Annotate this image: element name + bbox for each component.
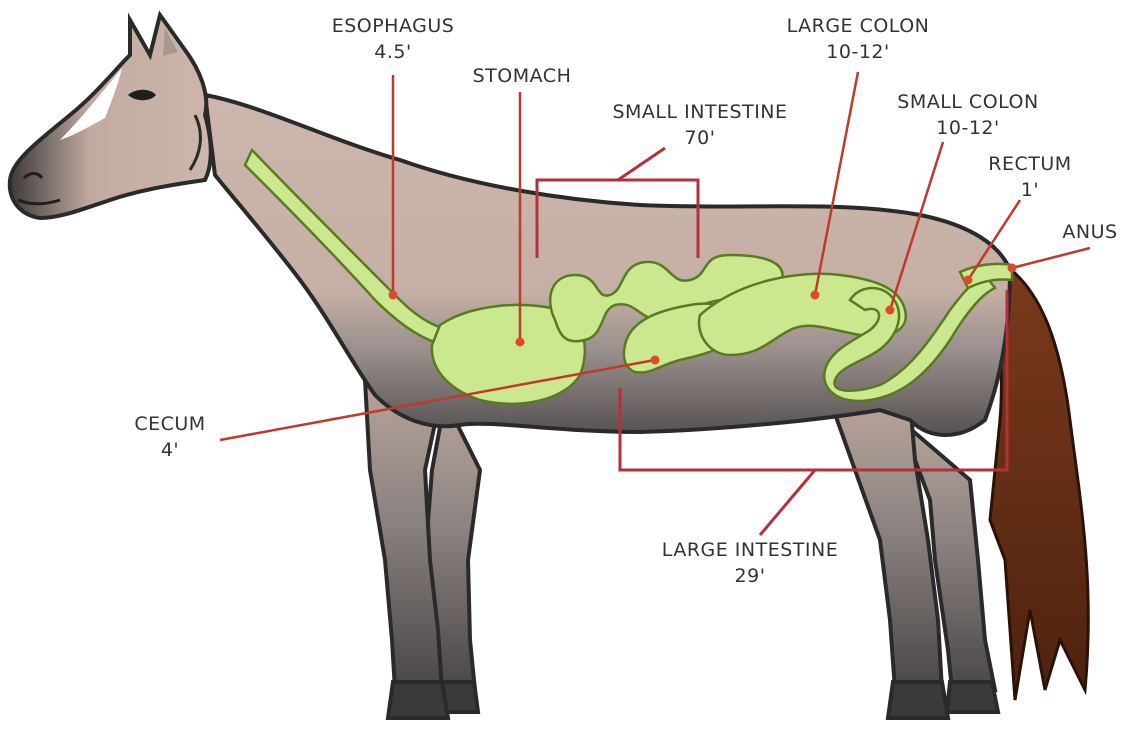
stomach-dot bbox=[516, 338, 525, 347]
anus-label: ANUS bbox=[1062, 221, 1117, 243]
cecum-length: 4' bbox=[161, 439, 179, 461]
rectum-label: RECTUM bbox=[988, 153, 1071, 175]
small-colon-length: 10-12' bbox=[936, 117, 999, 139]
stomach-label: STOMACH bbox=[473, 65, 572, 87]
small-intestine-length: 70' bbox=[685, 127, 716, 149]
esophagus-dot bbox=[389, 291, 398, 300]
far-hind-hoof bbox=[947, 682, 998, 712]
esophagus-length: 4.5' bbox=[374, 41, 411, 63]
horse-head bbox=[10, 15, 211, 218]
large-intestine-label: LARGE INTESTINE bbox=[662, 539, 838, 561]
large-intestine-bracket-stem bbox=[760, 470, 815, 535]
near-front-hoof bbox=[388, 682, 448, 718]
small-intestine-label: SMALL INTESTINE bbox=[612, 101, 787, 123]
anus-leader bbox=[1012, 248, 1090, 268]
small-colon-dot bbox=[886, 306, 895, 315]
large-colon-label: LARGE COLON bbox=[787, 15, 930, 37]
large-colon-length: 10-12' bbox=[826, 41, 889, 63]
rectum-length: 1' bbox=[1021, 179, 1039, 201]
near-hind-hoof bbox=[888, 682, 948, 718]
rectum-dot bbox=[964, 276, 973, 285]
large-intestine-length: 29' bbox=[735, 565, 766, 587]
small-colon-label: SMALL COLON bbox=[897, 91, 1038, 113]
anus-dot bbox=[1008, 264, 1017, 273]
large-colon-dot bbox=[811, 291, 820, 300]
small-intestine-bracket-stem bbox=[618, 148, 665, 180]
cecum-dot bbox=[651, 356, 660, 365]
esophagus-label: ESOPHAGUS bbox=[332, 15, 455, 37]
cecum-label: CECUM bbox=[134, 413, 205, 435]
